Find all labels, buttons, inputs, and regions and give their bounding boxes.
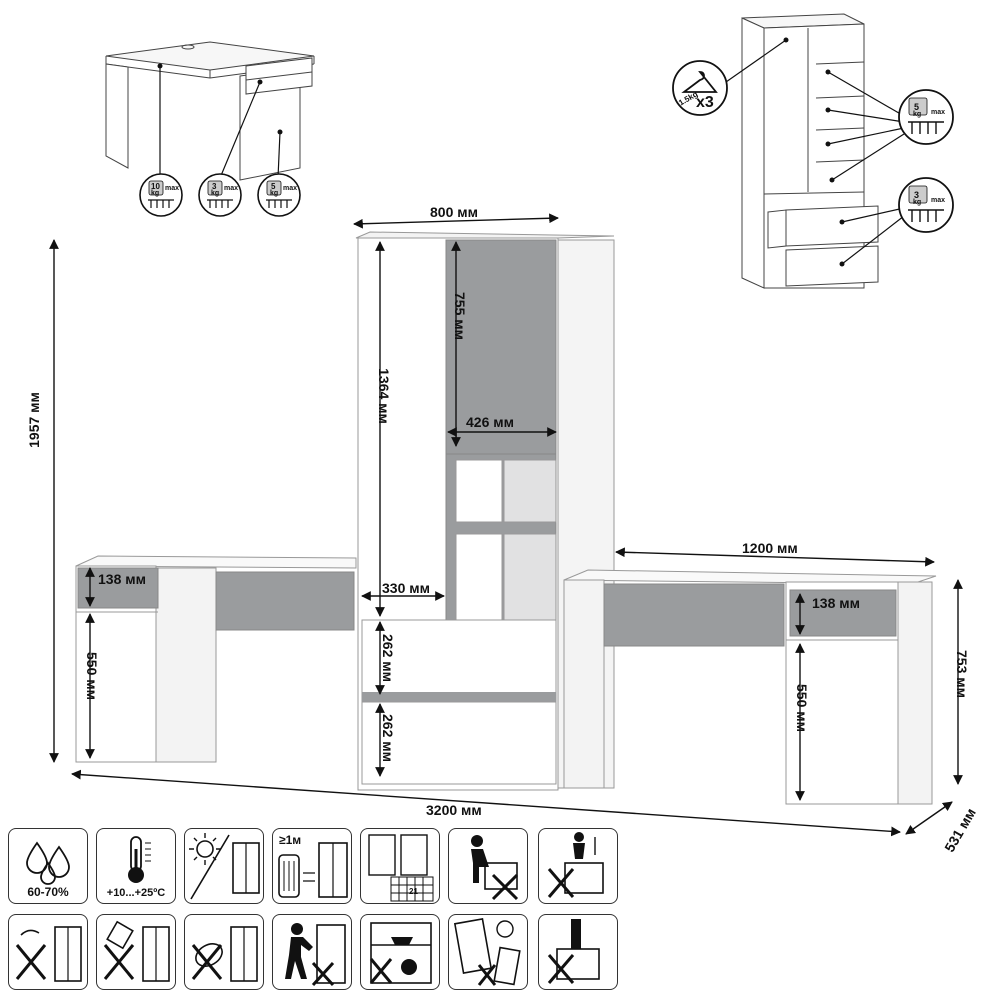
humidity-icon: 60-70% bbox=[8, 828, 88, 904]
no-pushing-icon bbox=[272, 914, 352, 990]
central-wardrobe bbox=[355, 231, 615, 791]
drawer2-height-label: 262 мм bbox=[379, 714, 396, 762]
humidity-text: 60-70% bbox=[27, 885, 69, 899]
weight-icon bbox=[198, 173, 242, 217]
left-desk-door-height-label: 550 мм bbox=[83, 652, 100, 700]
desk-shelf-load-value: 5 bbox=[271, 182, 276, 191]
weight-icon bbox=[257, 173, 301, 217]
drawer1-height-label: 262 мм bbox=[379, 634, 396, 682]
desk-top-load-max: max bbox=[165, 185, 180, 192]
no-standing-icon bbox=[538, 828, 618, 904]
wardrobe-load-sketch bbox=[725, 13, 905, 289]
temperature-text: +10...+25ºC bbox=[106, 887, 166, 899]
left-desk bbox=[75, 555, 357, 763]
wardrobe-drawer-load-max: max bbox=[931, 197, 946, 204]
wardrobe-drawer-load-unit: kg bbox=[913, 199, 922, 206]
right-desk-drawer-height-label: 138 мм bbox=[812, 595, 860, 611]
desk-drawer-load-value: 3 bbox=[212, 182, 217, 191]
pointer-lines bbox=[159, 66, 281, 179]
no-chemicals-icon bbox=[96, 914, 176, 990]
distance-text: ≥1м bbox=[279, 833, 302, 847]
desk-shelf-load-max: max bbox=[283, 185, 298, 192]
weight-icon bbox=[139, 173, 183, 217]
left-desk-drawer-height-label: 138 мм bbox=[98, 571, 146, 587]
sunlight-icon bbox=[184, 828, 264, 904]
no-leaning-icon bbox=[448, 914, 528, 990]
weight-icon bbox=[898, 177, 954, 233]
right-desk-door-height-label: 550 мм bbox=[793, 684, 810, 732]
wardrobe-shelf-load-max: max bbox=[931, 109, 946, 116]
right-desk-width-label: 1200 мм bbox=[742, 540, 798, 556]
weight-icon bbox=[898, 89, 954, 145]
wardrobe-drawer-load-value: 3 bbox=[914, 190, 920, 200]
desk-drawer-load-max: max bbox=[224, 185, 239, 192]
temperature-icon: +10...+25ºC bbox=[96, 828, 176, 904]
hanger-icon bbox=[672, 60, 728, 116]
left-door-height-label: 1364 мм bbox=[375, 368, 392, 424]
upper-door-height-label: 755 мм bbox=[451, 292, 468, 340]
desk-top-load-unit: kg bbox=[151, 190, 160, 197]
puzzle-number: 21 bbox=[409, 887, 418, 896]
desk-top-load-value: 10 bbox=[151, 182, 160, 191]
left-door-width-label: 330 мм bbox=[382, 580, 430, 596]
no-heavy-load-icon bbox=[360, 914, 440, 990]
desk-shelf-load-unit: kg bbox=[270, 190, 279, 197]
wardrobe-width-label: 800 мм bbox=[430, 204, 478, 220]
desk-load-sketch bbox=[105, 41, 315, 181]
desk-drawer-load-unit: kg bbox=[211, 190, 220, 197]
heater-distance-icon: ≥1м bbox=[272, 828, 352, 904]
assembly-instructions-icon: 21 bbox=[360, 828, 440, 904]
wardrobe-shelf-load-value: 5 bbox=[914, 102, 920, 112]
total-height-label: 1957 мм bbox=[25, 392, 42, 448]
right-desk bbox=[563, 569, 937, 805]
no-abrasive-icon bbox=[184, 914, 264, 990]
desk-height-label: 753 мм bbox=[953, 650, 970, 698]
hanger-count: x3 bbox=[696, 94, 714, 111]
wardrobe-shelf-load-unit: kg bbox=[913, 111, 922, 118]
no-water-icon bbox=[8, 914, 88, 990]
total-width-label: 3200 мм bbox=[426, 802, 482, 818]
upper-door-width-label: 426 мм bbox=[466, 414, 514, 430]
no-sitting-icon bbox=[448, 828, 528, 904]
furniture-set-drawing bbox=[49, 213, 963, 837]
no-climbing-icon bbox=[538, 914, 618, 990]
